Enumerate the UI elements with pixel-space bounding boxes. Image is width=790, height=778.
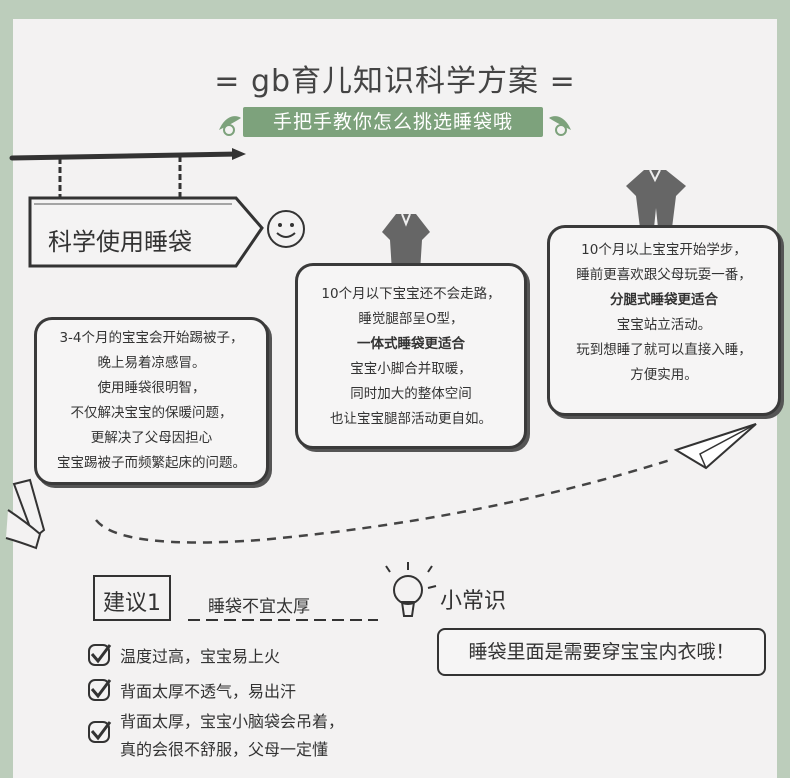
info-line: 10个月以下宝宝还不会走路， bbox=[321, 286, 501, 302]
recommendation-line: 一体式睡袋更适合 bbox=[357, 336, 465, 352]
subtitle-banner: 手把手教你怎么挑选睡袋哦 bbox=[215, 104, 571, 140]
tips-subtitle: 睡袋不宜太厚 bbox=[208, 597, 310, 617]
tip-item: 背面太厚不透气，易出汗 bbox=[86, 677, 296, 707]
info-box-kicking: 3-4个月的宝宝会开始踢被子， 晚上易着凉感冒。 使用睡袋很明智， 不仅解决宝宝… bbox=[34, 317, 269, 485]
info-box-splitleg: 10个月以上宝宝开始学步， 睡前更喜欢跟父母玩耍一番， 分腿式睡袋更适合 宝宝站… bbox=[547, 225, 781, 416]
lightbulb-icon bbox=[385, 562, 437, 617]
checkmark-icon bbox=[88, 644, 112, 666]
common-knowledge-box: 睡袋里面是需要穿宝宝内衣哦！ bbox=[437, 628, 766, 676]
tip-item: 背面太厚，宝宝小脑袋会吊着， 真的会很不舒服，父母一定懂 bbox=[86, 708, 344, 759]
info-line: 使用睡袋很明智， bbox=[97, 380, 206, 396]
info-box-onepiece: 10个月以下宝宝还不会走路， 睡觉腿部呈O型， 一体式睡袋更适合 宝宝小脚合并取… bbox=[295, 263, 527, 449]
info-line: 也让宝宝腿部活动更自如。 bbox=[330, 411, 492, 427]
tip-item: 温度过高，宝宝易上火 bbox=[86, 642, 280, 672]
hanging-sign-graphic bbox=[9, 148, 264, 268]
pencil-hand-icon bbox=[5, 478, 46, 550]
subtitle-bar bbox=[243, 107, 543, 137]
info-line: 宝宝站立活动。 bbox=[616, 317, 712, 333]
info-line: 不仅解决宝宝的保暖问题， bbox=[70, 405, 233, 421]
info-line: 3-4个月的宝宝会开始踢被子， bbox=[59, 330, 244, 346]
split-leg-sleeping-bag-icon bbox=[626, 169, 686, 228]
onepiece-sleeping-bag-icon bbox=[382, 213, 430, 272]
tip-text: 温度过高，宝宝易上火 bbox=[120, 647, 281, 666]
recommendation-line: 分腿式睡袋更适合 bbox=[610, 292, 718, 308]
tip-text: 背面太厚不透气，易出汗 bbox=[120, 682, 297, 701]
checkmark-icon bbox=[88, 679, 112, 701]
info-line: 10个月以上宝宝开始学步， bbox=[581, 242, 747, 258]
info-line: 同时加大的整体空间 bbox=[350, 386, 472, 402]
info-line: 宝宝踢被子而频繁起床的问题。 bbox=[57, 455, 246, 471]
info-line: 更解决了父母因担心 bbox=[90, 430, 213, 446]
tip-text: 背面太厚，宝宝小脑袋会吊着， bbox=[120, 712, 345, 731]
sign-label: 科学使用睡袋 bbox=[48, 228, 192, 256]
snail-leaf-icon bbox=[549, 116, 571, 136]
tips-title: 建议1 bbox=[103, 591, 161, 616]
info-line: 宝宝小脚合并取暖， bbox=[350, 361, 472, 377]
page-title: = gb育儿知识科学方案 = bbox=[214, 64, 576, 99]
common-knowledge-title: 小常识 bbox=[440, 589, 507, 614]
dashed-path-graphic bbox=[5, 423, 757, 550]
info-line: 玩到想睡了就可以直接入睡， bbox=[576, 342, 752, 358]
tip-text: 真的会很不舒服，父母一定懂 bbox=[120, 740, 329, 759]
subtitle-text: 手把手教你怎么挑选睡袋哦 bbox=[272, 111, 513, 133]
checkmark-icon bbox=[88, 721, 112, 743]
info-line: 睡觉腿部呈O型， bbox=[358, 311, 464, 327]
paper-plane-icon bbox=[673, 423, 757, 470]
snail-leaf-icon bbox=[219, 116, 241, 136]
info-line: 睡前更喜欢跟父母玩耍一番， bbox=[576, 267, 752, 283]
smiley-icon bbox=[267, 210, 305, 248]
info-line: 晚上易着凉感冒。 bbox=[97, 355, 206, 371]
info-line: 方便实用。 bbox=[630, 367, 698, 383]
tips-frame-graphic bbox=[93, 575, 378, 621]
